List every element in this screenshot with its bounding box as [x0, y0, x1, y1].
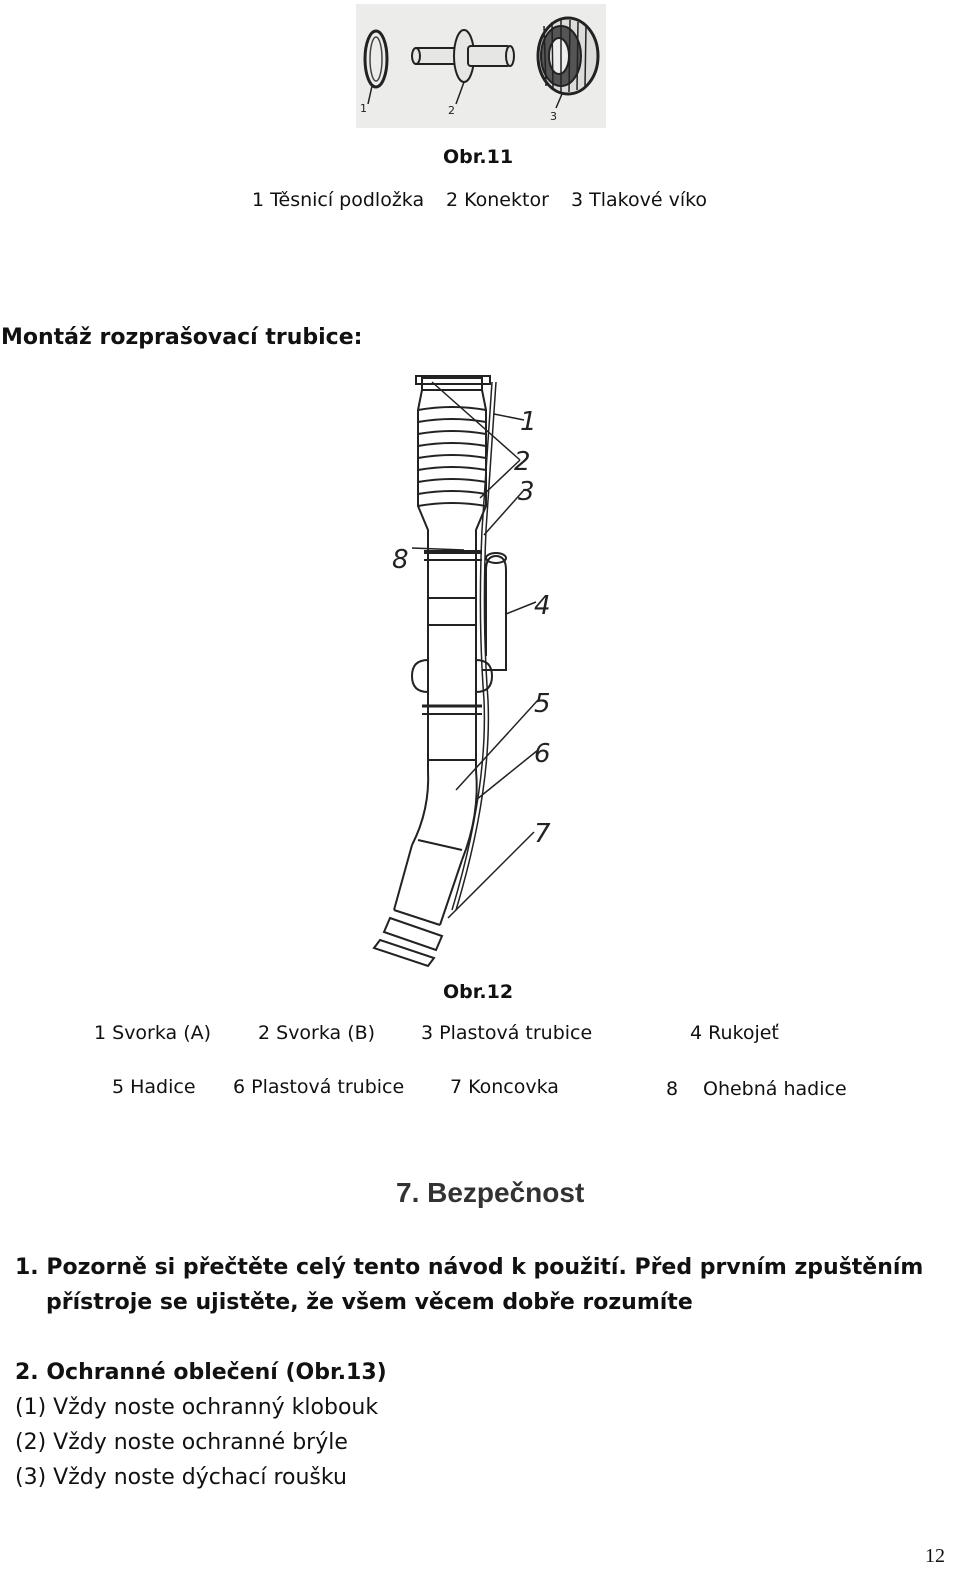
spray-hose-part — [451, 381, 493, 911]
safety-item-2-line-1: (1) Vždy noste ochranný klobouk — [15, 1395, 379, 1420]
fig12-num-1: 1 — [520, 407, 537, 437]
connector-part — [411, 29, 515, 83]
fig11-legend-item-2: 2 Konektor — [446, 189, 549, 211]
safety-item-1-line-1: 1. Pozorně si přečtěte celý tento návod … — [15, 1255, 924, 1280]
gasket-ring — [363, 29, 389, 89]
fig12-legend-item-5: 5 Hadice — [112, 1076, 196, 1098]
fig12-legend-item-3: 3 Plastová trubice — [421, 1022, 593, 1044]
fig12-legend-item-6: 6 Plastová trubice — [233, 1076, 405, 1098]
fig12-num-8: 8 — [392, 545, 409, 575]
safety-item-2-heading: 2. Ochranné oblečení (Obr.13) — [15, 1360, 387, 1385]
fig12-num-6: 6 — [534, 739, 551, 769]
fig12-legend-item-8-label: Ohebná hadice — [703, 1078, 847, 1100]
fig12-num-7: 7 — [534, 819, 551, 849]
fig12-legend-item-2: 2 Svorka (B) — [258, 1022, 376, 1044]
figure-12-caption: Obr.12 — [443, 981, 514, 1003]
figure-11-caption: Obr.11 — [443, 146, 514, 168]
clamp-a-top — [415, 375, 491, 385]
fig11-legend-item-1: 1 Těsnicí podložka — [252, 189, 425, 211]
figure-11-illustration: 1 2 3 — [356, 4, 606, 128]
fig12-legend-item-1: 1 Svorka (A) — [94, 1022, 212, 1044]
fig12-legend-item-4: 4 Rukojeť — [690, 1022, 779, 1044]
page-number: 12 — [925, 1545, 945, 1567]
fig12-num-5: 5 — [534, 689, 551, 719]
fig11-num-1: 1 — [360, 102, 367, 115]
safety-item-2-line-3: (3) Vždy noste dýchací roušku — [15, 1465, 347, 1490]
section-title-assembly: Montáž rozprašovací trubice: — [1, 325, 363, 350]
fig12-legend-item-8-number: 8 — [666, 1078, 679, 1100]
fig11-num-3: 3 — [550, 110, 557, 123]
fig12-num-3: 3 — [518, 477, 535, 507]
handle-part — [482, 554, 507, 671]
pressure-cap-part — [536, 16, 600, 96]
flexible-hose-part — [417, 377, 487, 550]
fig12-legend-item-7: 7 Koncovka — [450, 1076, 559, 1098]
safety-heading: 7. Bezpečnost — [396, 1177, 584, 1209]
fig11-num-2: 2 — [448, 104, 455, 117]
safety-heading-number: 7. — [396, 1177, 420, 1208]
nozzle-end-part — [393, 844, 463, 926]
fig11-legend-item-3: 3 Tlakové víko — [571, 189, 708, 211]
fig12-num-4: 4 — [534, 591, 551, 621]
safety-heading-text: Bezpečnost — [427, 1177, 585, 1208]
figure-12-illustration: 1 2 3 4 5 6 7 8 — [372, 375, 551, 968]
safety-item-2-line-2: (2) Vždy noste ochranné brýle — [15, 1430, 348, 1455]
safety-item-1-line-2: přístroje se ujistěte, že všem věcem dob… — [46, 1290, 693, 1315]
fig12-num-2: 2 — [514, 447, 531, 477]
